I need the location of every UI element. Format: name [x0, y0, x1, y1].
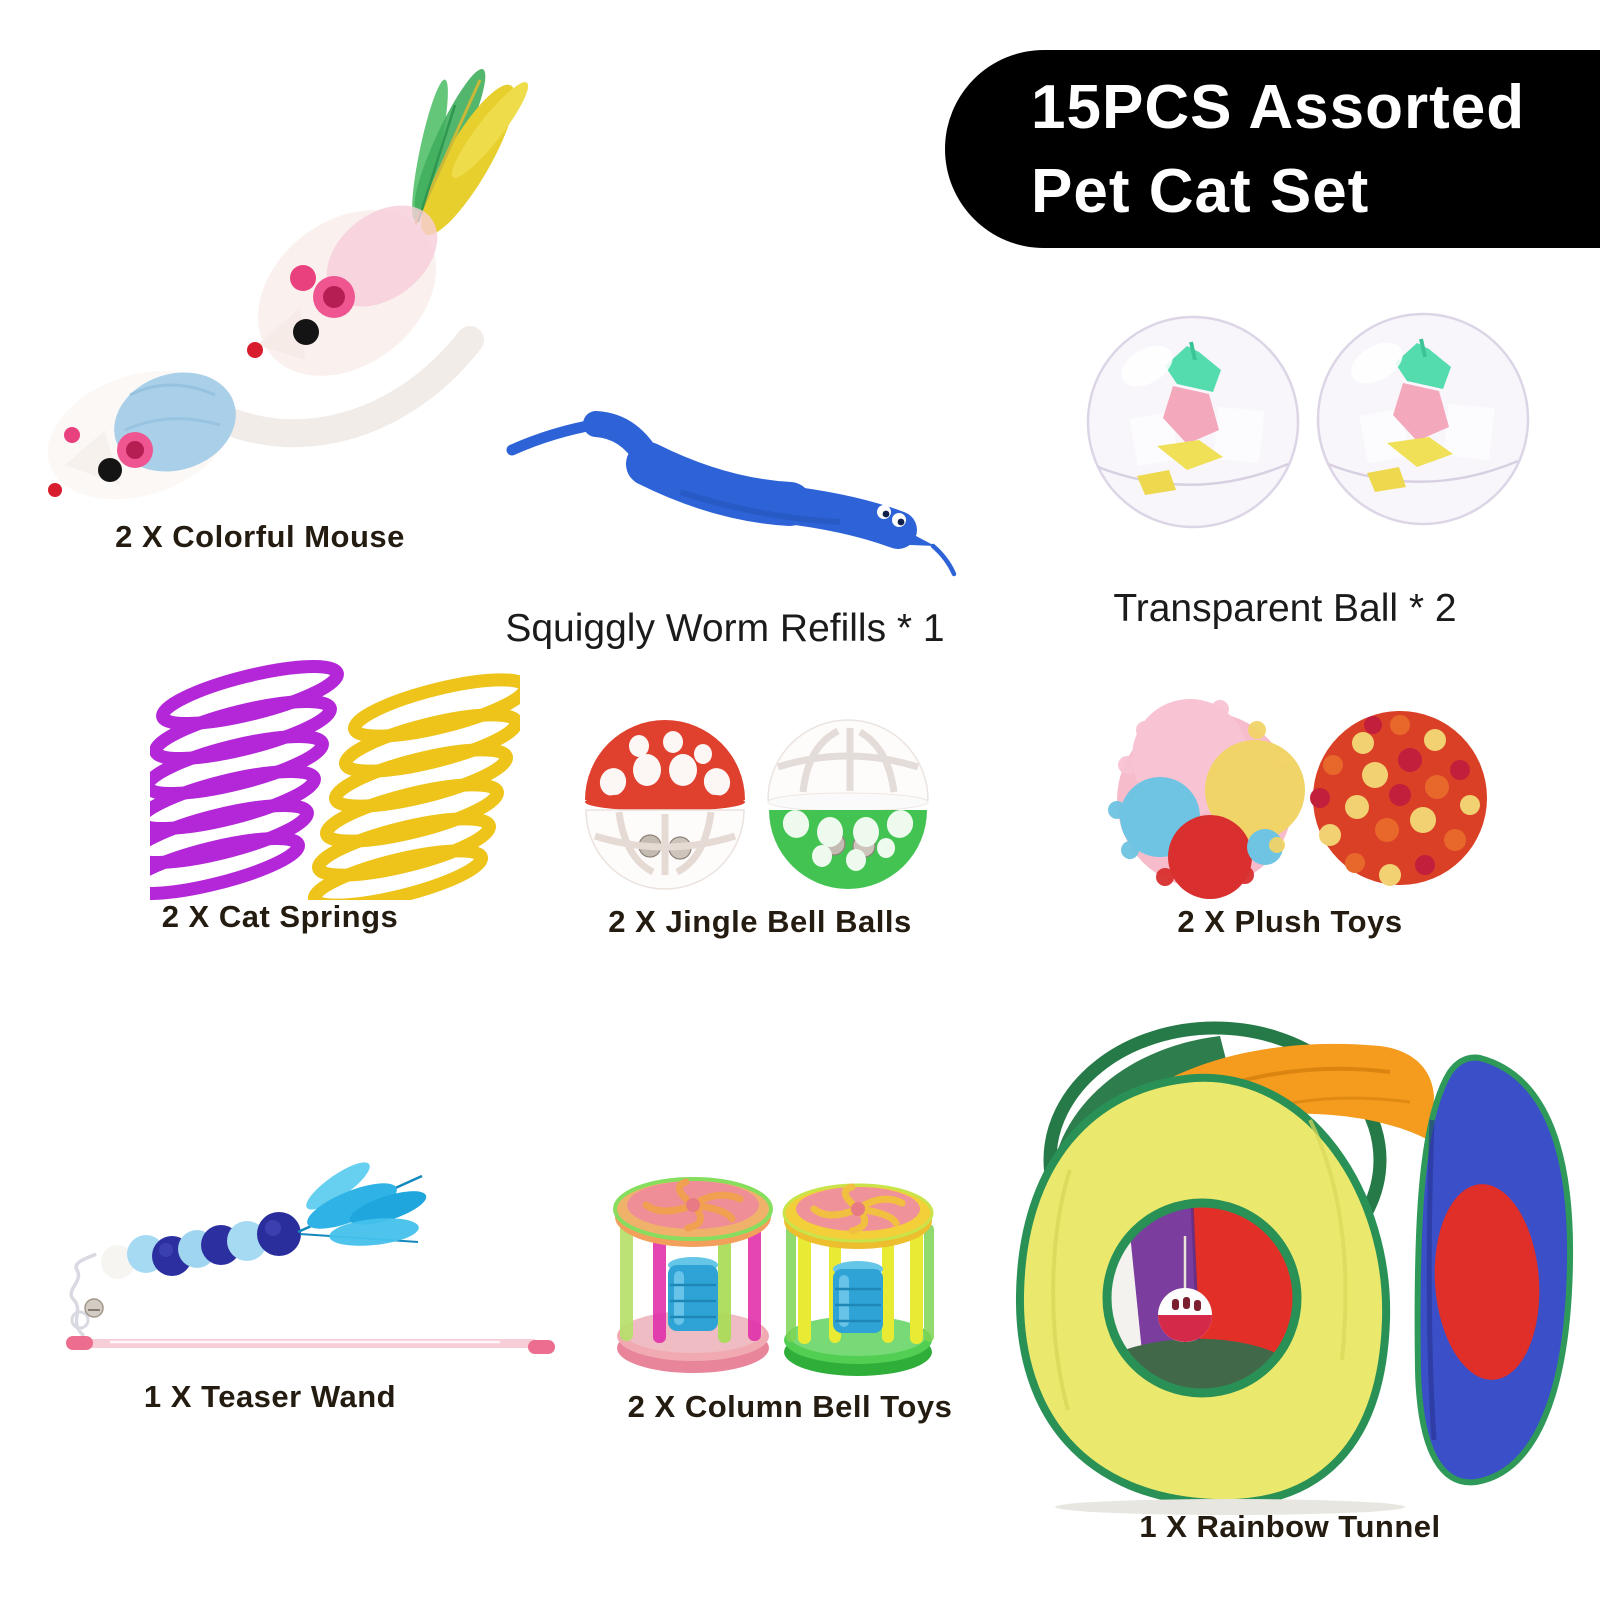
label-rainbow-tunnel: 1 X Rainbow Tunnel — [1139, 1509, 1441, 1544]
teaser-wand-image — [30, 1150, 610, 1395]
label-colorful-mouse: 2 X Colorful Mouse — [115, 519, 405, 554]
rainbow-tunnel-image — [980, 1000, 1590, 1520]
title-line-1: 15PCS Assorted — [1031, 73, 1526, 142]
squiggly-worm-image — [480, 360, 970, 585]
title-banner: 15PCS Assorted Pet Cat Set — [945, 50, 1600, 248]
title-line-2: Pet Cat Set — [1031, 157, 1370, 226]
label-teaser-wand: 1 X Teaser Wand — [143, 1379, 397, 1414]
plush-toys-image — [1105, 695, 1505, 905]
transparent-ball-image — [1075, 295, 1545, 555]
label-jingle-bell-balls: 2 X Jingle Bell Balls — [608, 904, 912, 939]
label-transparent-ball: Transparent Ball * 2 — [1113, 587, 1457, 630]
column-bell-toys-image — [590, 1125, 960, 1395]
cat-springs-image — [121, 650, 533, 912]
colorful-mouse-image — [10, 10, 570, 515]
jingle-bell-balls-image — [580, 700, 970, 910]
label-plush-toys: 2 X Plush Toys — [1177, 904, 1403, 939]
label-cat-springs: 2 X Cat Springs — [161, 899, 399, 934]
label-squiggly-worm: Squiggly Worm Refills * 1 — [505, 607, 945, 650]
label-column-bell-toys: 2 X Column Bell Toys — [627, 1389, 953, 1424]
